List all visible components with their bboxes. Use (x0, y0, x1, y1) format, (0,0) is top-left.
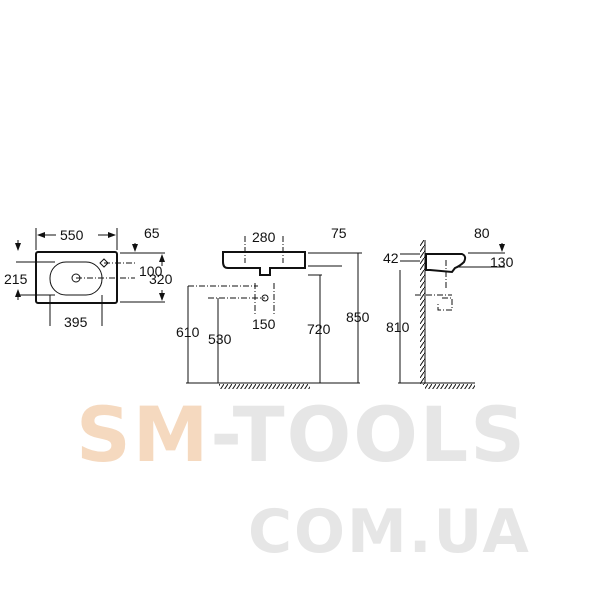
front-view: 280 75 850 720 610 530 150 (176, 225, 370, 389)
basin-front (222, 251, 306, 276)
watermark: SM-TOOLS (76, 395, 527, 475)
dim-drain-depth: 130 (490, 254, 514, 270)
tap-hole-icon (99, 258, 109, 268)
dim-rim-thickness: 75 (331, 225, 347, 241)
dim-supply-spacing: 150 (252, 316, 276, 332)
dim-rim-depth: 42 (383, 250, 399, 266)
dim-width: 550 (60, 227, 84, 243)
dim-drain-height: 810 (386, 319, 410, 335)
dim-tap-spacing: 280 (252, 229, 276, 245)
watermark-domain: COM.UA (248, 497, 531, 567)
watermark-accent: SM (76, 390, 211, 479)
dim-waste-height: 530 (208, 331, 232, 347)
dim-tap-to-drain: 100 (139, 263, 163, 279)
dim-bottom-height: 720 (307, 321, 331, 337)
dim-overflow-offset: 80 (474, 225, 490, 241)
dim-depth: 320 (149, 271, 173, 287)
floor-hatch (219, 384, 310, 389)
dim-rim-height: 850 (346, 309, 370, 325)
top-view: 550 65 215 100 320 395 (4, 225, 173, 330)
dim-tap-offset: 65 (144, 225, 160, 241)
watermark-rest: -TOOLS (210, 390, 527, 479)
dim-supply-height: 610 (176, 324, 200, 340)
wall-hatch (420, 240, 425, 385)
dim-bowl-width: 395 (64, 314, 88, 330)
dim-depth-to-drain: 215 (4, 271, 28, 287)
side-view: 42 810 80 130 (383, 225, 514, 389)
